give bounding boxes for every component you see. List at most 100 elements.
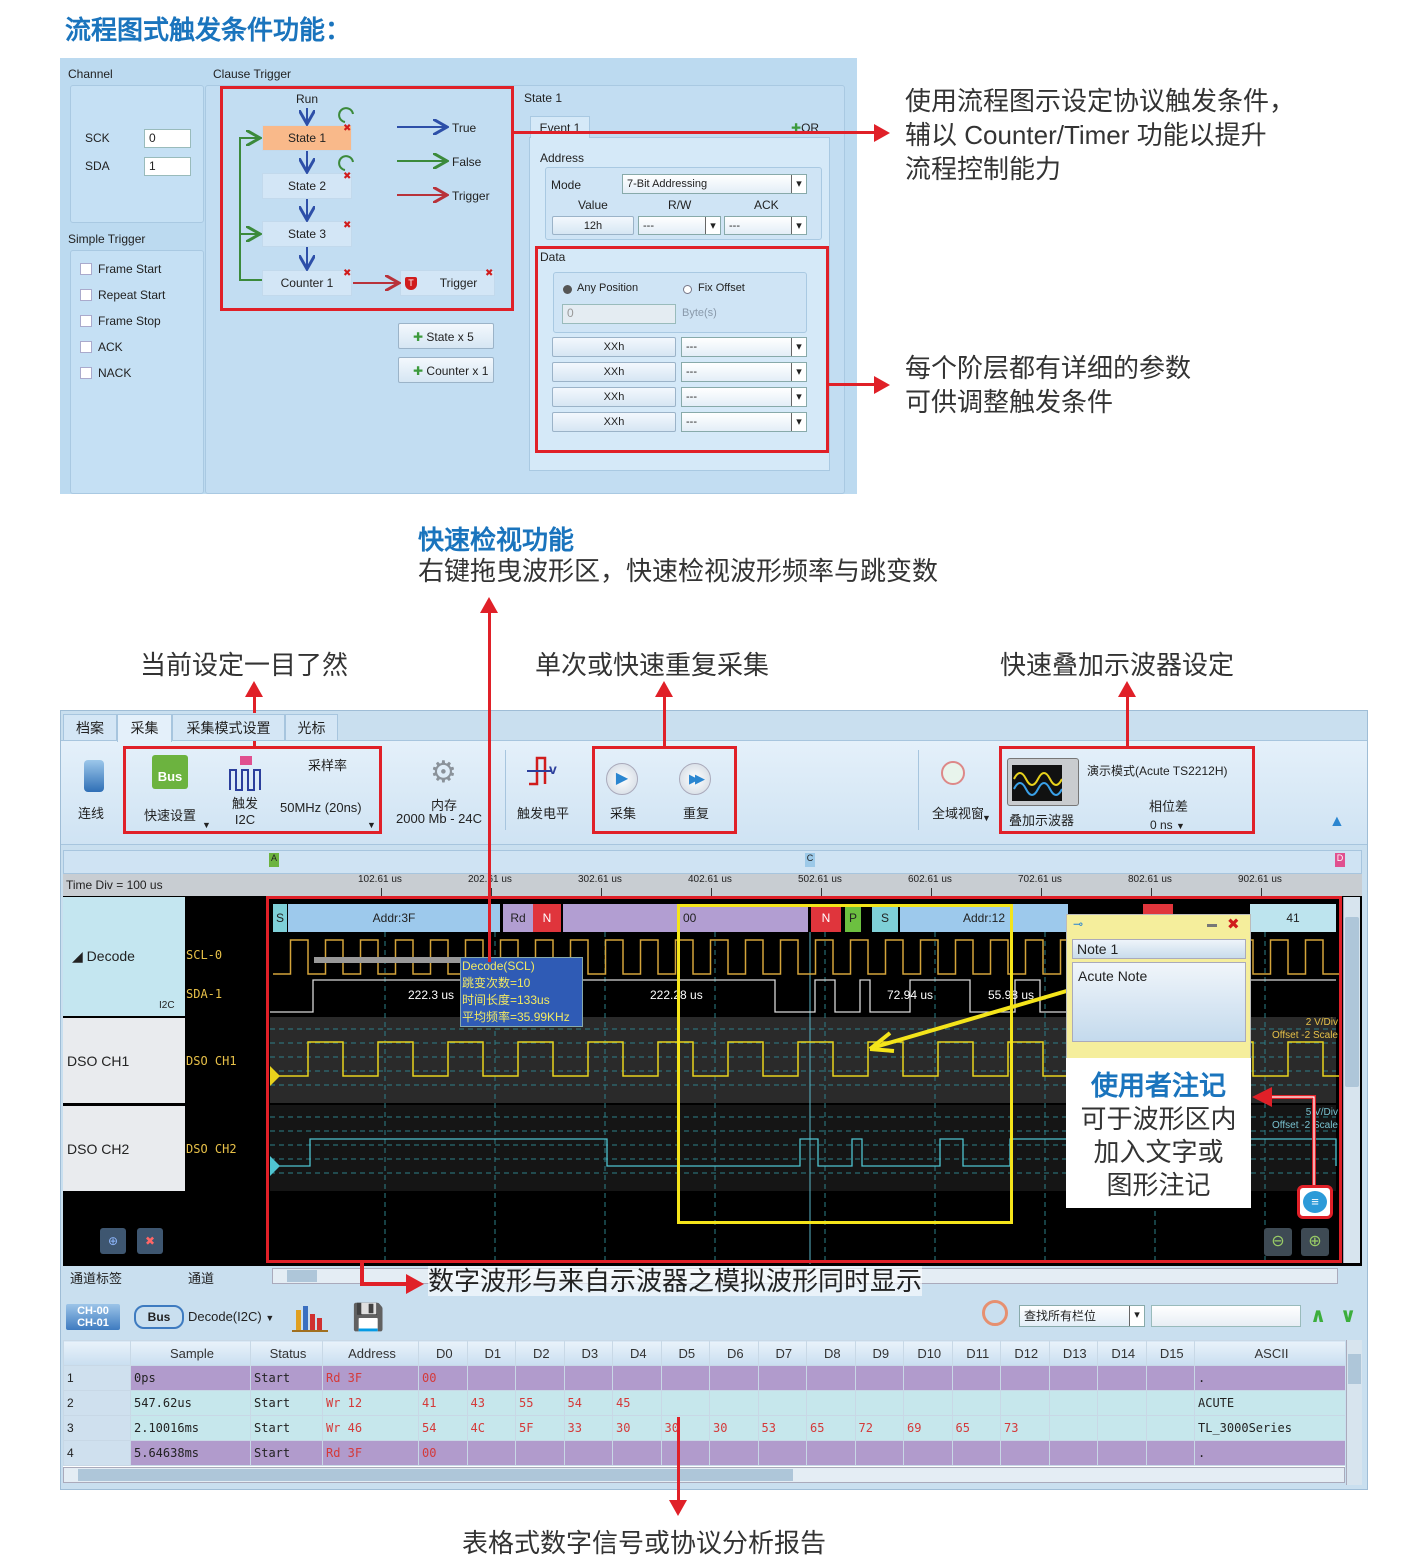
checkbox[interactable] <box>80 341 92 353</box>
search-input[interactable] <box>1151 1305 1301 1327</box>
decode-segment[interactable]: P <box>845 904 861 932</box>
global-view-button[interactable]: 全域视窗 <box>932 806 985 821</box>
delete-icon[interactable]: ✖ <box>343 268 352 279</box>
delete-icon[interactable]: ✖ <box>343 123 352 134</box>
dropdown-icon[interactable]: ▼ <box>202 820 211 830</box>
data-value-field[interactable]: XXh <box>552 412 676 432</box>
cursor-d-marker[interactable]: D <box>1335 853 1345 867</box>
column-header[interactable]: Address <box>322 1340 419 1366</box>
add-channel-icon[interactable]: ⊕ <box>100 1228 126 1254</box>
tab-event-1[interactable]: Event 1 <box>530 116 590 138</box>
waveform-vscrollbar[interactable] <box>1343 897 1360 1263</box>
add-note-button[interactable]: ≡ <box>1297 1185 1333 1219</box>
data-value-field[interactable]: XXh <box>552 337 676 357</box>
close-icon[interactable]: ✖ <box>1227 916 1240 933</box>
decode-segment[interactable]: Rd <box>503 904 533 932</box>
connect-button[interactable]: 连线 <box>78 806 105 821</box>
collapse-ribbon-icon[interactable]: ▲ <box>1329 813 1345 830</box>
decode-segment[interactable]: S <box>273 904 287 932</box>
column-header[interactable] <box>63 1340 131 1366</box>
search-scope-select[interactable]: 查找所有栏位 <box>1019 1305 1145 1327</box>
decode-segment[interactable]: Addr:12 <box>900 904 1068 932</box>
data-condition-select[interactable]: --- <box>681 387 807 407</box>
search-icon[interactable] <box>982 1300 1008 1326</box>
note-title-field[interactable]: Note 1 <box>1072 939 1246 959</box>
statistics-icon[interactable] <box>292 1304 332 1332</box>
column-header[interactable]: D6 <box>709 1340 759 1366</box>
column-header[interactable]: D9 <box>854 1340 904 1366</box>
column-header[interactable]: D3 <box>563 1340 613 1366</box>
decode-segment[interactable]: S <box>872 904 898 932</box>
note-window[interactable]: ⊸ ▬ ✖ Note 1 Acute Note <box>1066 914 1251 1059</box>
column-header[interactable]: Sample <box>130 1340 251 1366</box>
trigger-level-button[interactable]: 触发电平 <box>517 806 570 821</box>
tab-cursor[interactable]: 光标 <box>285 714 338 740</box>
memory-value[interactable]: 2000 Mb - 24C <box>396 811 482 826</box>
play-icon[interactable]: ▶ <box>606 763 638 795</box>
sda-stepper[interactable]: 1 <box>144 157 191 176</box>
decode-segment[interactable]: 00 <box>563 904 808 932</box>
column-header[interactable]: Status <box>250 1340 323 1366</box>
column-header[interactable]: D7 <box>757 1340 807 1366</box>
pin-icon[interactable]: ⊸ <box>1073 917 1084 931</box>
save-icon[interactable]: 💾 <box>352 1302 385 1332</box>
phase-select[interactable]: 0 ns ▼ <box>1150 818 1185 832</box>
column-header[interactable]: D11 <box>951 1340 1001 1366</box>
rw-select[interactable]: --- <box>638 216 721 235</box>
table-vscrollbar[interactable] <box>1346 1340 1362 1485</box>
next-match-icon[interactable]: ∨ <box>1340 1305 1357 1327</box>
data-condition-select[interactable]: --- <box>681 362 807 382</box>
address-value-field[interactable]: 12h <box>552 216 634 235</box>
column-header[interactable]: D1 <box>466 1340 516 1366</box>
zoom-in-icon[interactable]: ⊕ <box>1301 1228 1329 1256</box>
delete-icon[interactable]: ✖ <box>343 220 352 231</box>
sck-stepper[interactable]: 0 <box>144 129 191 148</box>
decode-segment[interactable]: N <box>811 904 841 932</box>
column-header[interactable]: ASCII <box>1194 1340 1345 1366</box>
add-state-button[interactable]: ✚ State x 5 <box>398 323 494 349</box>
fast-forward-icon[interactable]: ▶▶ <box>679 763 711 795</box>
cursor-bar[interactable] <box>63 850 1362 874</box>
column-header[interactable]: D0 <box>418 1340 468 1366</box>
cursor-a-marker[interactable]: A <box>269 853 279 867</box>
any-position-radio[interactable] <box>563 285 572 294</box>
checkbox[interactable] <box>80 289 92 301</box>
column-header[interactable]: D14 <box>1097 1340 1147 1366</box>
dropdown-icon[interactable]: ▼ <box>367 820 376 830</box>
remove-channel-icon[interactable]: ✖ <box>137 1228 163 1254</box>
counter-node-1[interactable]: Counter 1 <box>262 270 352 296</box>
state-node-1[interactable]: State 1 <box>262 125 352 151</box>
row-ch1[interactable] <box>63 1018 185 1103</box>
row-ch2[interactable] <box>63 1106 185 1191</box>
checkbox[interactable] <box>80 315 92 327</box>
column-header[interactable]: D8 <box>806 1340 856 1366</box>
table-hscrollbar[interactable] <box>63 1467 1345 1483</box>
column-header[interactable]: D15 <box>1145 1340 1195 1366</box>
decoder-select[interactable]: Decode(I2C) ▼ <box>188 1309 275 1324</box>
ack-select[interactable]: --- <box>724 216 807 235</box>
decode-segment[interactable]: N <box>533 904 561 932</box>
data-condition-select[interactable]: --- <box>681 337 807 357</box>
checkbox[interactable] <box>80 263 92 275</box>
sample-rate-select[interactable]: 50MHz (20ns) <box>280 800 362 815</box>
row-decode[interactable] <box>63 897 185 1016</box>
delete-icon[interactable]: ✖ <box>485 268 494 279</box>
state-node-2[interactable]: State 2 <box>262 173 352 199</box>
tab-file[interactable]: 档案 <box>63 714 117 740</box>
note-body-field[interactable]: Acute Note <box>1072 962 1246 1042</box>
minimize-icon[interactable]: ▬ <box>1207 919 1217 930</box>
column-header[interactable]: D10 <box>903 1340 953 1366</box>
decode-segment[interactable]: 41 <box>1250 904 1336 932</box>
column-header[interactable]: D12 <box>1000 1340 1050 1366</box>
zoom-out-icon[interactable]: ⊖ <box>1264 1228 1292 1256</box>
decode-segment[interactable]: Addr:3F <box>288 904 500 932</box>
column-header[interactable]: D4 <box>612 1340 662 1366</box>
mode-select[interactable]: 7-Bit Addressing <box>622 174 807 194</box>
data-condition-select[interactable]: --- <box>681 412 807 432</box>
acquire-button[interactable]: 采集 <box>610 806 637 821</box>
